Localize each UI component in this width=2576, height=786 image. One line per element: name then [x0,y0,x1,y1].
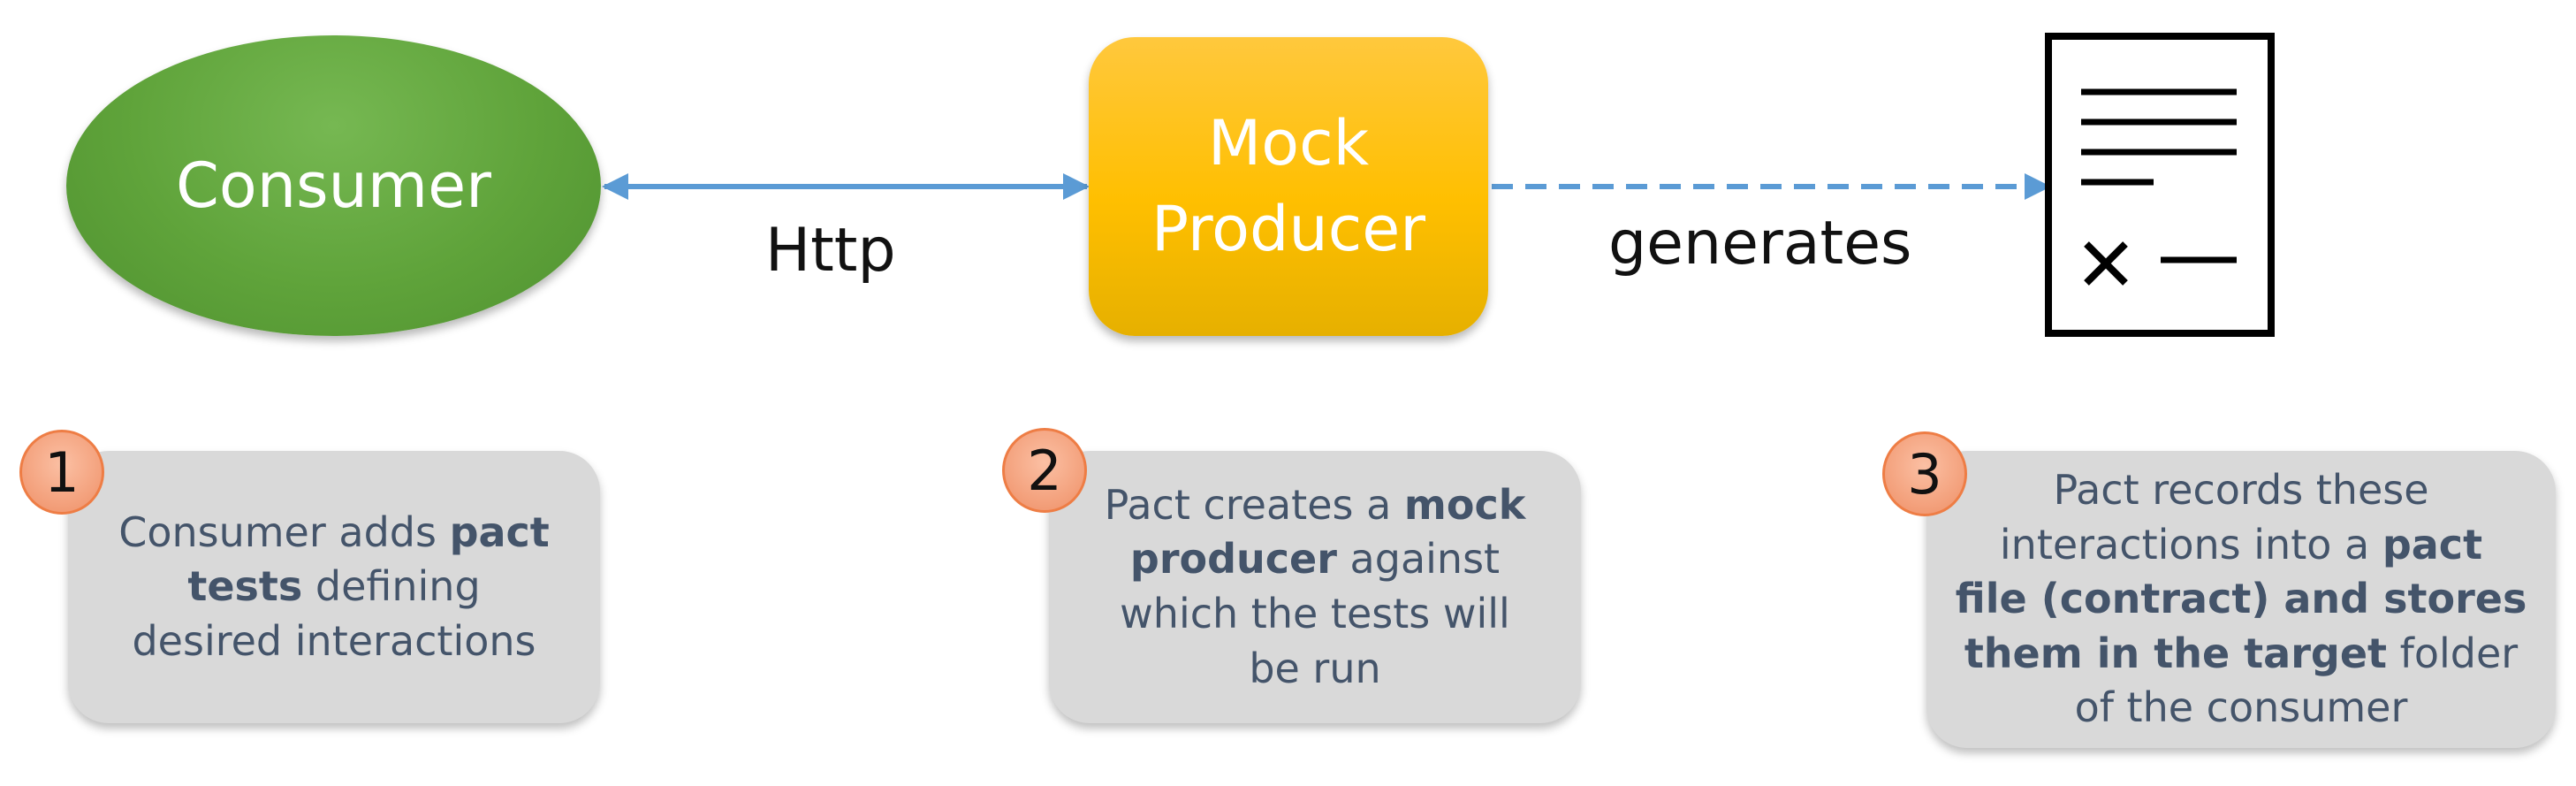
consumer-node: Consumer [66,35,601,336]
emphasis-text: them in the target [1964,629,2388,677]
body-text: be run [1249,644,1381,692]
step-3-text-line: Pact records these [1956,463,2527,518]
body-text: interactions into a [1999,520,2382,569]
step-1-text-line: tests defining [118,560,550,614]
mock-producer-label-line2: Producer [1151,193,1426,265]
body-text: folder [2387,629,2519,677]
contract-document-icon [2045,33,2275,337]
body-text: of the consumer [2074,683,2408,732]
emphasis-text: pact [2382,520,2483,569]
generates-edge-label: generates [1608,209,1912,279]
body-text: which the tests will [1120,590,1510,637]
step-1-text-line: Consumer adds pact [118,506,550,561]
step-2-text-line: be run [1105,642,1526,697]
body-text: Consumer adds [118,507,450,556]
step-3-text-line: interactions into a pact [1956,518,2527,573]
mock-producer-label-line1: Mock [1207,107,1370,180]
consumer-label: Consumer [176,149,491,222]
emphasis-text: pact [449,507,550,556]
body-text: defining [302,562,481,611]
body-text: against [1336,535,1501,584]
emphasis-text: producer [1129,535,1337,584]
step-2-text-line: Pact creates a mock [1105,478,1526,533]
step-3-badge: 3 [1882,431,1967,516]
step-3-text-line: file (contract) and stores [1956,572,2527,627]
emphasis-text: tests [187,562,303,611]
http-edge-label: Http [765,216,896,286]
body-text: desired interactions [132,616,536,665]
step-1-badge: 1 [19,430,104,515]
mock-producer-node: Mock Producer [1089,37,1488,336]
step-3-text-line: of the consumer [1956,681,2527,736]
body-text: Pact records these [2053,465,2429,514]
emphasis-text: mock [1403,480,1526,529]
step-2-text-line: which the tests will [1105,587,1526,642]
emphasis-text: file (contract) and stores [1955,575,2527,623]
step-2-badge: 2 [1002,428,1087,513]
step-1-text-line: desired interactions [118,614,550,669]
step-2-text-line: producer against [1105,532,1526,587]
step-3-text-line: them in the target folder [1956,627,2527,682]
body-text: Pact creates a [1104,480,1404,529]
